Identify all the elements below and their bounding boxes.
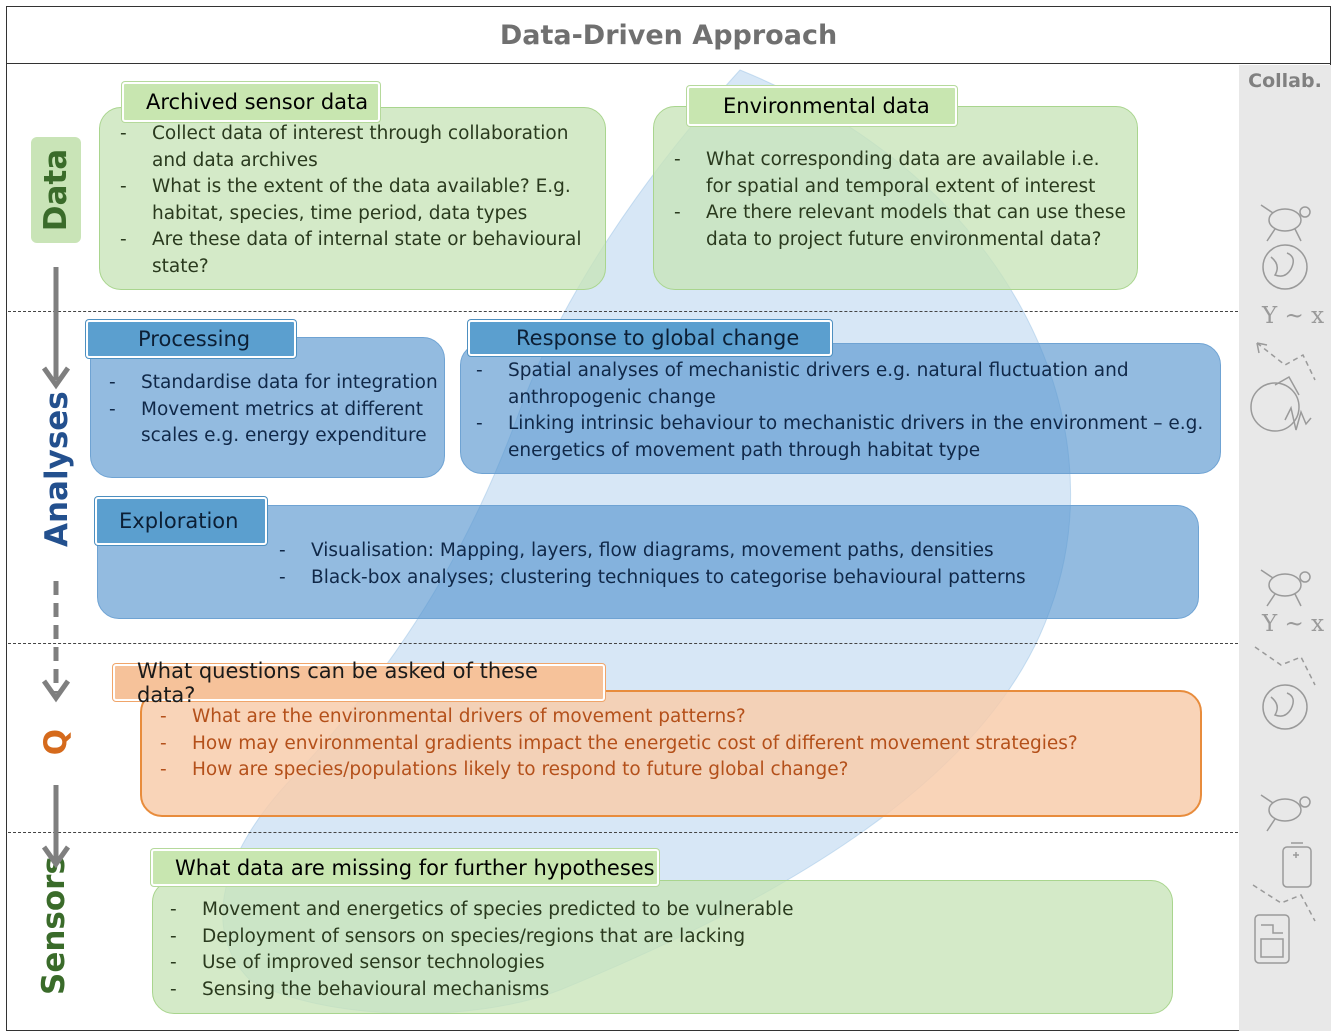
archived-item: What is the extent of the data available… — [114, 174, 584, 227]
exploration-item: Visualisation: Mapping, layers, flow dia… — [273, 538, 1173, 565]
archived-item: Collect data of interest through collabo… — [114, 121, 584, 174]
processing-item: Movement metrics at different scales e.g… — [103, 397, 443, 450]
turtle-icon — [1260, 569, 1311, 607]
path-icon — [1256, 342, 1316, 381]
missing-items: Movement and energetics of species predi… — [164, 897, 1144, 1003]
missing-item: Use of improved sensor technologies — [164, 950, 1144, 977]
missing-item: Deployment of sensors on species/regions… — [164, 924, 1144, 951]
turtle-icon — [1260, 794, 1311, 832]
archived-sensor-data-box: Collect data of interest through collabo… — [99, 107, 606, 290]
response-items: Spatial analyses of mechanistic drivers … — [470, 358, 1215, 464]
collab-icons — [1250, 204, 1316, 964]
response-header: Response to global change — [468, 320, 832, 356]
missing-item: Sensing the behavioural mechanisms — [164, 977, 1144, 1004]
archived-item: Are these data of internal state or beha… — [114, 227, 584, 280]
circuit-icon — [1254, 914, 1290, 964]
turtle-icon — [1260, 204, 1311, 242]
processing-items: Standardise data for integration Movemen… — [103, 370, 443, 450]
questions-box: What are the environmental drivers of mo… — [140, 690, 1202, 817]
environmental-data-box: What corresponding data are available i.… — [653, 106, 1138, 290]
globe-icon — [1262, 684, 1308, 730]
questions-items: What are the environmental drivers of mo… — [154, 704, 1184, 784]
processing-box: Standardise data for integration Movemen… — [90, 337, 445, 478]
path-icon — [1254, 646, 1316, 686]
title-bar: Data-Driven Approach — [6, 6, 1331, 64]
missing-data-header: What data are missing for further hypoth… — [151, 849, 659, 886]
archived-sensor-data-header: Archived sensor data — [122, 82, 380, 122]
archived-items: Collect data of interest through collabo… — [114, 121, 584, 280]
divider-data-analyses — [8, 311, 1238, 312]
side-label-sensors: Sensors — [36, 856, 72, 995]
side-label-data: Data — [38, 148, 74, 232]
model-formula-label: Y ~ x — [1262, 303, 1325, 329]
response-item: Spatial analyses of mechanistic drivers … — [470, 358, 1215, 411]
environmental-item: What corresponding data are available i.… — [668, 147, 1128, 200]
divider-q-sensors — [8, 832, 1238, 833]
environmental-item: Are there relevant models that can use t… — [668, 200, 1128, 253]
missing-data-box: Movement and energetics of species predi… — [152, 880, 1173, 1014]
exploration-box: Visualisation: Mapping, layers, flow dia… — [97, 505, 1199, 619]
response-item: Linking intrinsic behaviour to mechanist… — [470, 411, 1215, 464]
battery-icon — [1282, 842, 1312, 888]
accelerometer-icon — [1250, 375, 1312, 432]
exploration-header: Exploration — [95, 497, 267, 545]
question-item: How are species/populations likely to re… — [154, 757, 1184, 784]
missing-item: Movement and energetics of species predi… — [164, 897, 1144, 924]
model-formula-label: Y ~ x — [1262, 611, 1325, 637]
diagram-title: Data-Driven Approach — [499, 19, 838, 51]
response-box: Spatial analyses of mechanistic drivers … — [460, 343, 1221, 474]
exploration-items: Visualisation: Mapping, layers, flow dia… — [273, 538, 1173, 591]
environmental-data-header: Environmental data — [687, 86, 957, 126]
globe-icon — [1262, 244, 1308, 290]
exploration-item: Black-box analyses; clustering technique… — [273, 565, 1173, 592]
divider-analyses-q — [8, 643, 1238, 644]
collab-column — [1239, 65, 1331, 1031]
processing-item: Standardise data for integration — [103, 370, 443, 397]
collab-label: Collab. — [1248, 70, 1322, 92]
flow-arrows — [41, 267, 71, 869]
question-item: How may environmental gradients impact t… — [154, 731, 1184, 758]
question-item: What are the environmental drivers of mo… — [154, 704, 1184, 731]
environmental-items: What corresponding data are available i.… — [668, 147, 1128, 253]
processing-header: Processing — [86, 320, 296, 358]
data-label-background — [31, 137, 81, 243]
questions-header: What questions can be asked of these dat… — [113, 659, 605, 707]
